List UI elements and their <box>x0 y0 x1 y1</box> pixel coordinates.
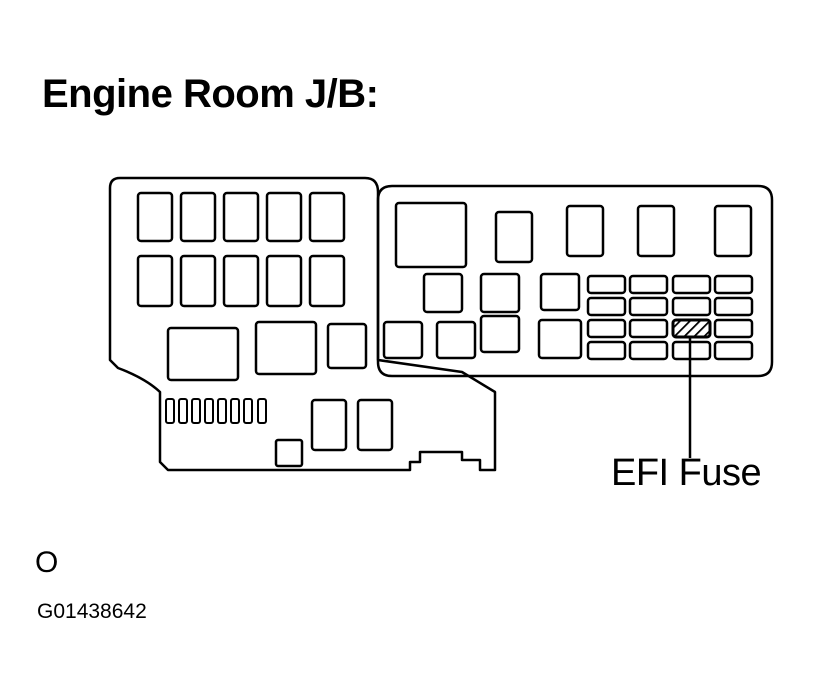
fuse-grid <box>586 274 754 361</box>
mini-fuse-strip <box>165 398 267 424</box>
figure-marker: O <box>35 546 59 579</box>
jb-left-housing <box>108 176 497 472</box>
efi-fuse-highlight <box>671 318 712 339</box>
left-relay-row-2 <box>136 254 346 308</box>
efi-fuse-callout-label: EFI Fuse <box>611 452 762 494</box>
figure-id: G01438642 <box>37 600 147 623</box>
left-relay-row-1 <box>136 191 346 243</box>
left-lower-relays <box>274 398 394 468</box>
left-large-relays <box>166 320 368 382</box>
page-title: Engine Room J/B: <box>42 72 379 116</box>
jb-right-housing <box>376 184 774 378</box>
right-relays <box>382 201 753 360</box>
